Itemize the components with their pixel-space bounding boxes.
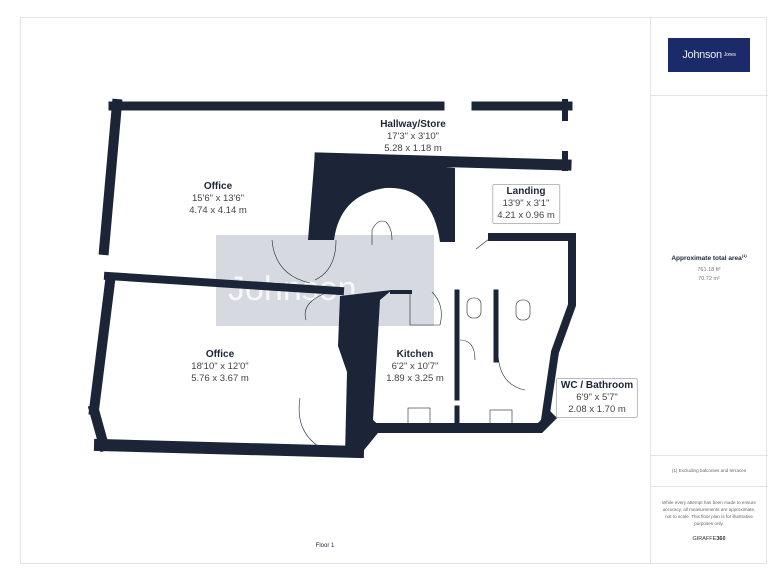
doors-fixtures (271, 220, 531, 447)
disclaimer: While every attempt has been made to ens… (662, 500, 756, 526)
divider (650, 95, 768, 96)
divider (650, 486, 768, 487)
area-sqm: 70.72 m² (698, 276, 720, 283)
floor-label: Floor 1 (315, 543, 335, 549)
panel-divider (650, 17, 651, 564)
page-frame (20, 17, 767, 564)
footnote: (1) Excluding balconies and terraces (671, 468, 747, 473)
area-title: Approximate total area (671, 255, 742, 263)
area-sqft: 761.18 ft² (697, 267, 721, 274)
wall-masses (308, 153, 455, 455)
giraffe360-brand: GIRAFFE360 (692, 536, 726, 542)
total-area: Approximate total area(1) 761.18 ft² 70.… (650, 253, 768, 282)
watermark-box (216, 235, 434, 326)
divider (650, 455, 768, 456)
